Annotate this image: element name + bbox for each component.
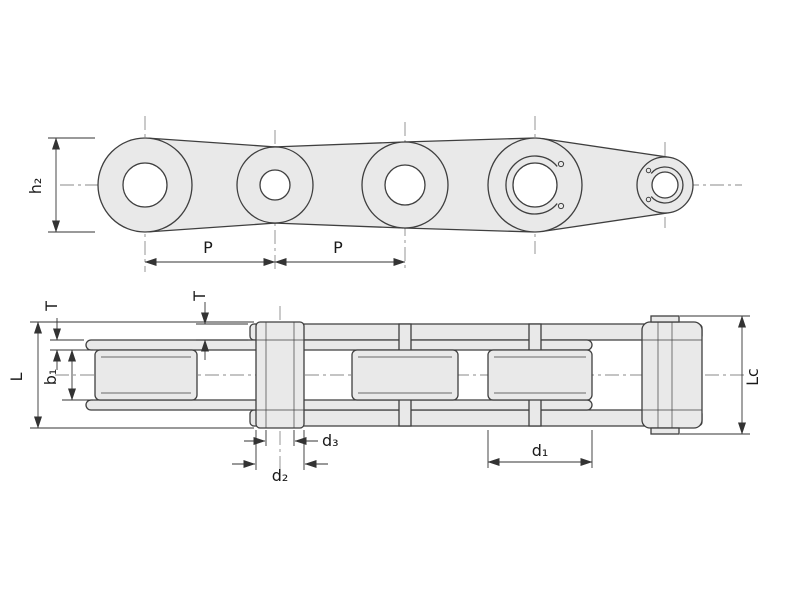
outer-plate-bottom	[249, 409, 703, 427]
plate-strips	[85, 323, 703, 427]
inner-plate-bottom	[85, 399, 593, 411]
end-link-plate-lines	[642, 339, 702, 411]
plate-edges-1	[148, 137, 278, 233]
dim-label-d1: d₁	[532, 441, 549, 460]
spring-clip-5	[650, 166, 684, 204]
pin-hole-3	[384, 164, 426, 206]
outer-plate-top	[249, 323, 703, 341]
top-view	[60, 116, 742, 272]
pin-end-cap-bottom	[650, 427, 680, 435]
plan-roller-4	[487, 349, 593, 401]
inner-plate-top	[85, 339, 593, 351]
clip-lug	[557, 160, 565, 168]
t2-extension-lines	[196, 323, 248, 341]
hollow-pin-body	[255, 321, 305, 429]
end-pin-link	[641, 315, 703, 435]
pin-hole-5	[651, 171, 679, 199]
pin-hole-1	[122, 162, 168, 208]
bottom-view-dimensions: L b₁ T T Lc d₃ d₂ d₁	[7, 291, 762, 485]
pin-hole-2	[259, 169, 291, 201]
dim-label-Lc: Lc	[743, 368, 762, 386]
plan-roller-1	[94, 349, 198, 401]
dim-label-b1: b₁	[41, 369, 60, 386]
clip-lug	[645, 196, 652, 203]
plate-edges-4	[541, 137, 670, 233]
top-view-dimensions: h₂ P P	[26, 137, 406, 266]
clip-lug	[645, 167, 652, 174]
dim-label-t2: T	[190, 291, 209, 302]
dim-label-p1: P	[203, 238, 213, 257]
plate-edges-3	[403, 137, 534, 233]
L-extension-lines	[30, 321, 254, 429]
dim-label-L: L	[7, 372, 26, 381]
t1-extension-lines	[50, 339, 84, 351]
plan-roller-3	[351, 349, 459, 401]
dim-label-p2: P	[333, 238, 343, 257]
plan-rollers	[94, 349, 593, 401]
plate-edges-2	[272, 141, 404, 229]
clip-lug	[557, 202, 565, 210]
dim-label-d3: d₃	[322, 431, 339, 450]
roller-4-chamfer	[494, 356, 586, 394]
dim-label-h2: h₂	[26, 178, 45, 195]
d3-extension-lines	[265, 430, 295, 446]
roller-3-chamfer	[358, 356, 452, 394]
dim-label-t1: T	[42, 301, 61, 312]
hollow-pin-assembly	[255, 321, 305, 429]
bottom-view	[55, 306, 748, 480]
pin-plate-interfaces	[256, 339, 304, 411]
pin-hole-4	[512, 162, 558, 208]
d2-extension-lines	[255, 430, 305, 470]
spring-clips	[505, 155, 684, 215]
dim-label-d2: d₂	[272, 466, 289, 485]
spring-clip-4	[505, 155, 558, 215]
rollers	[97, 137, 694, 233]
roller-1-chamfer	[101, 356, 191, 394]
pin-end-cap-top	[650, 315, 680, 323]
